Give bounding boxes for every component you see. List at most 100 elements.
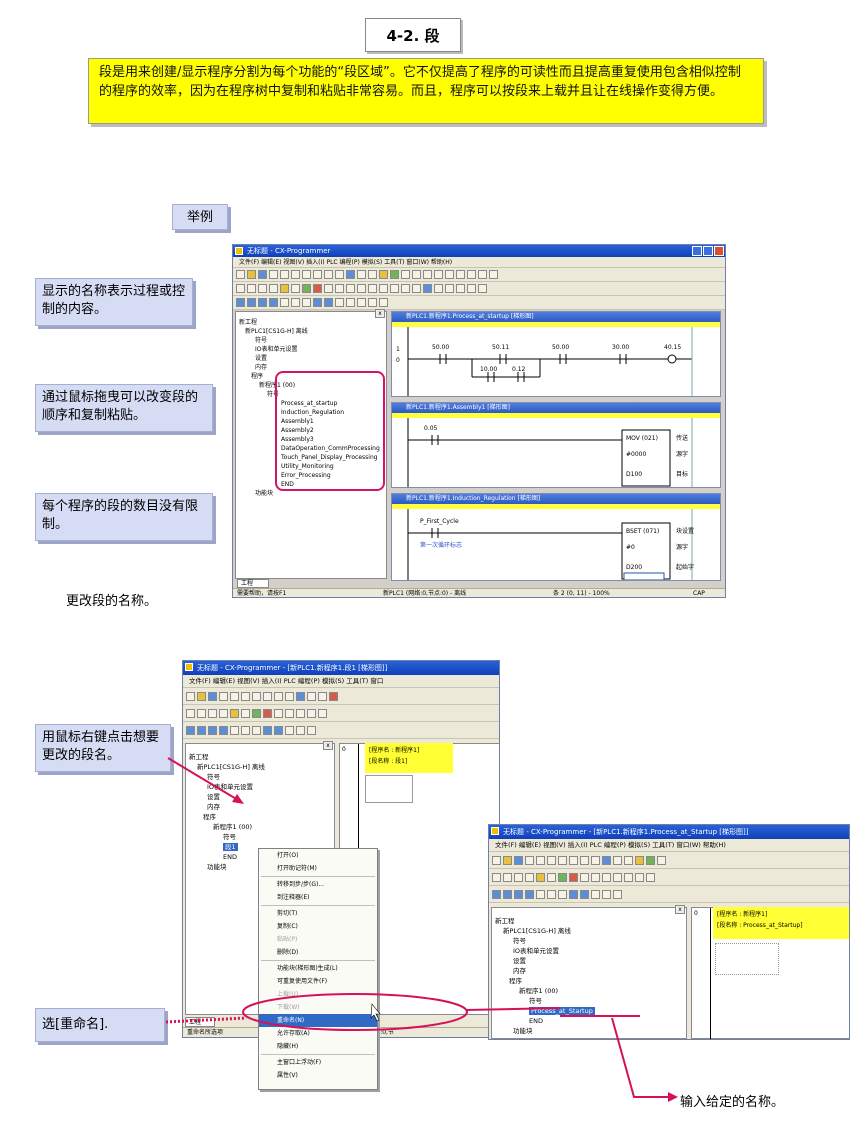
window-icon[interactable] bbox=[274, 725, 283, 735]
tool-icon[interactable] bbox=[456, 270, 465, 279]
tree-item-project[interactable]: 新工程 bbox=[189, 753, 209, 761]
window-titlebar[interactable]: 无标题 - CX-Programmer bbox=[233, 245, 725, 257]
tool-icon[interactable] bbox=[368, 298, 377, 307]
window-icon[interactable] bbox=[547, 889, 556, 899]
tree-item-function-blocks[interactable]: 功能块 bbox=[207, 863, 227, 871]
contact-icon[interactable] bbox=[324, 284, 333, 293]
monitor-icon[interactable] bbox=[313, 284, 322, 293]
window-icon[interactable] bbox=[186, 725, 195, 735]
zoom-out-icon[interactable] bbox=[208, 708, 217, 718]
contact-icon[interactable] bbox=[357, 284, 366, 293]
tree-item-section[interactable]: Assembly3 bbox=[281, 436, 314, 443]
menu-item-cut[interactable]: 剪切(T) bbox=[277, 910, 298, 917]
tree-item-programs[interactable]: 程序 bbox=[203, 813, 216, 821]
tool-icon[interactable] bbox=[412, 284, 421, 293]
tool-icon[interactable] bbox=[478, 270, 487, 279]
copy-icon[interactable] bbox=[252, 691, 261, 701]
cut-icon[interactable] bbox=[241, 691, 250, 701]
preview-icon[interactable] bbox=[230, 691, 239, 701]
menu-item-properties[interactable]: 属性(V) bbox=[277, 1072, 298, 1079]
menu-item-copy[interactable]: 复制(C) bbox=[277, 923, 298, 930]
copy-icon[interactable] bbox=[302, 270, 311, 279]
find-icon[interactable] bbox=[602, 855, 611, 865]
tree-item-symbols[interactable]: 符号 bbox=[255, 337, 268, 344]
select-icon[interactable] bbox=[492, 872, 501, 882]
instruction-icon[interactable] bbox=[318, 708, 327, 718]
tool-icon[interactable] bbox=[478, 284, 487, 293]
help-icon[interactable] bbox=[624, 855, 633, 865]
window-icon[interactable] bbox=[208, 725, 217, 735]
grid-icon[interactable] bbox=[230, 708, 239, 718]
tree-item-end[interactable]: END bbox=[529, 1017, 543, 1025]
menu-item-goto-step[interactable]: 转移到步/步(G)... bbox=[277, 881, 325, 888]
list-icon[interactable] bbox=[547, 872, 556, 882]
window-icon[interactable] bbox=[230, 725, 239, 735]
window-icon[interactable] bbox=[280, 298, 289, 307]
contact-icon[interactable] bbox=[296, 708, 305, 718]
menu-item-goto-comment[interactable]: 到注释器(E) bbox=[277, 894, 310, 901]
tree-item-memory[interactable]: 内存 bbox=[207, 803, 220, 811]
menu-item-delete[interactable]: 删除(D) bbox=[277, 949, 299, 956]
close-pane-icon[interactable]: x bbox=[675, 905, 685, 914]
help-icon[interactable] bbox=[368, 270, 377, 279]
window-icon[interactable] bbox=[247, 298, 256, 307]
tree-item-settings[interactable]: 设置 bbox=[513, 957, 526, 965]
tool-icon[interactable] bbox=[445, 284, 454, 293]
contact-icon[interactable] bbox=[591, 872, 600, 882]
tree-item-program[interactable]: 新程序1 (00) bbox=[213, 823, 253, 831]
window-icon[interactable] bbox=[302, 298, 311, 307]
window-icon[interactable] bbox=[258, 298, 267, 307]
zoom-icon[interactable] bbox=[219, 708, 228, 718]
tool-icon[interactable] bbox=[467, 270, 476, 279]
tree-item-section[interactable]: Assembly1 bbox=[281, 418, 314, 425]
tree-item-programs[interactable]: 程序 bbox=[251, 373, 264, 380]
online-icon[interactable] bbox=[390, 270, 399, 279]
zoom-in-icon[interactable] bbox=[247, 284, 256, 293]
warning-icon[interactable] bbox=[379, 270, 388, 279]
paste-icon[interactable] bbox=[569, 855, 578, 865]
window-titlebar[interactable]: 无标题 - CX-Programmer - [新PLC1.新程序1.段1 [梯形… bbox=[183, 661, 499, 675]
copy-icon[interactable] bbox=[558, 855, 567, 865]
replace-icon[interactable] bbox=[307, 691, 316, 701]
window-icon[interactable] bbox=[324, 298, 333, 307]
window-icon[interactable] bbox=[263, 725, 272, 735]
replace-icon[interactable] bbox=[613, 855, 622, 865]
tree-item-project[interactable]: 新工程 bbox=[495, 917, 515, 925]
tree-item-memory[interactable]: 内存 bbox=[255, 364, 268, 371]
open-icon[interactable] bbox=[503, 855, 512, 865]
zoom-in-icon[interactable] bbox=[503, 872, 512, 882]
window-icon[interactable] bbox=[514, 889, 523, 899]
tree-item-symbols[interactable]: 符号 bbox=[223, 833, 236, 841]
window-icon[interactable] bbox=[236, 298, 245, 307]
table-icon[interactable] bbox=[302, 284, 311, 293]
find-icon[interactable] bbox=[296, 691, 305, 701]
tree-item-section[interactable]: Process_at_startup bbox=[281, 400, 338, 407]
tool-icon[interactable] bbox=[412, 270, 421, 279]
window-icon[interactable] bbox=[197, 725, 206, 735]
table-icon[interactable] bbox=[252, 708, 261, 718]
tool-icon[interactable] bbox=[423, 284, 432, 293]
tool-icon[interactable] bbox=[335, 298, 344, 307]
tree-item-end[interactable]: END bbox=[281, 481, 294, 488]
tree-item-project[interactable]: 新工程 bbox=[239, 319, 258, 326]
tree-item-plc[interactable]: 新PLC1[CS1G-H] 离线 bbox=[503, 927, 571, 935]
redo-icon[interactable] bbox=[335, 270, 344, 279]
tree-item-settings[interactable]: 设置 bbox=[255, 355, 268, 362]
grid-icon[interactable] bbox=[280, 284, 289, 293]
grid-icon[interactable] bbox=[536, 872, 545, 882]
open-icon[interactable] bbox=[197, 691, 206, 701]
tree-item-symbols[interactable]: 符号 bbox=[513, 937, 526, 945]
new-icon[interactable] bbox=[492, 855, 501, 865]
save-icon[interactable] bbox=[258, 270, 267, 279]
tool-icon[interactable] bbox=[591, 889, 600, 899]
undo-icon[interactable] bbox=[580, 855, 589, 865]
ladder-titlebar[interactable]: 新PLC1.新程序1.Process_at_startup [梯形图] bbox=[392, 312, 720, 322]
monitor-icon[interactable] bbox=[263, 708, 272, 718]
replace-icon[interactable] bbox=[357, 270, 366, 279]
menu-item-reusable-file[interactable]: 可重复使用文件(F) bbox=[277, 978, 328, 985]
redo-icon[interactable] bbox=[591, 855, 600, 865]
tree-item-section-selected[interactable]: 段1 bbox=[223, 843, 238, 851]
tree-item-section[interactable]: DataOperation_CommProcessing bbox=[281, 445, 380, 452]
monitor-icon[interactable] bbox=[569, 872, 578, 882]
contact-icon[interactable] bbox=[580, 872, 589, 882]
